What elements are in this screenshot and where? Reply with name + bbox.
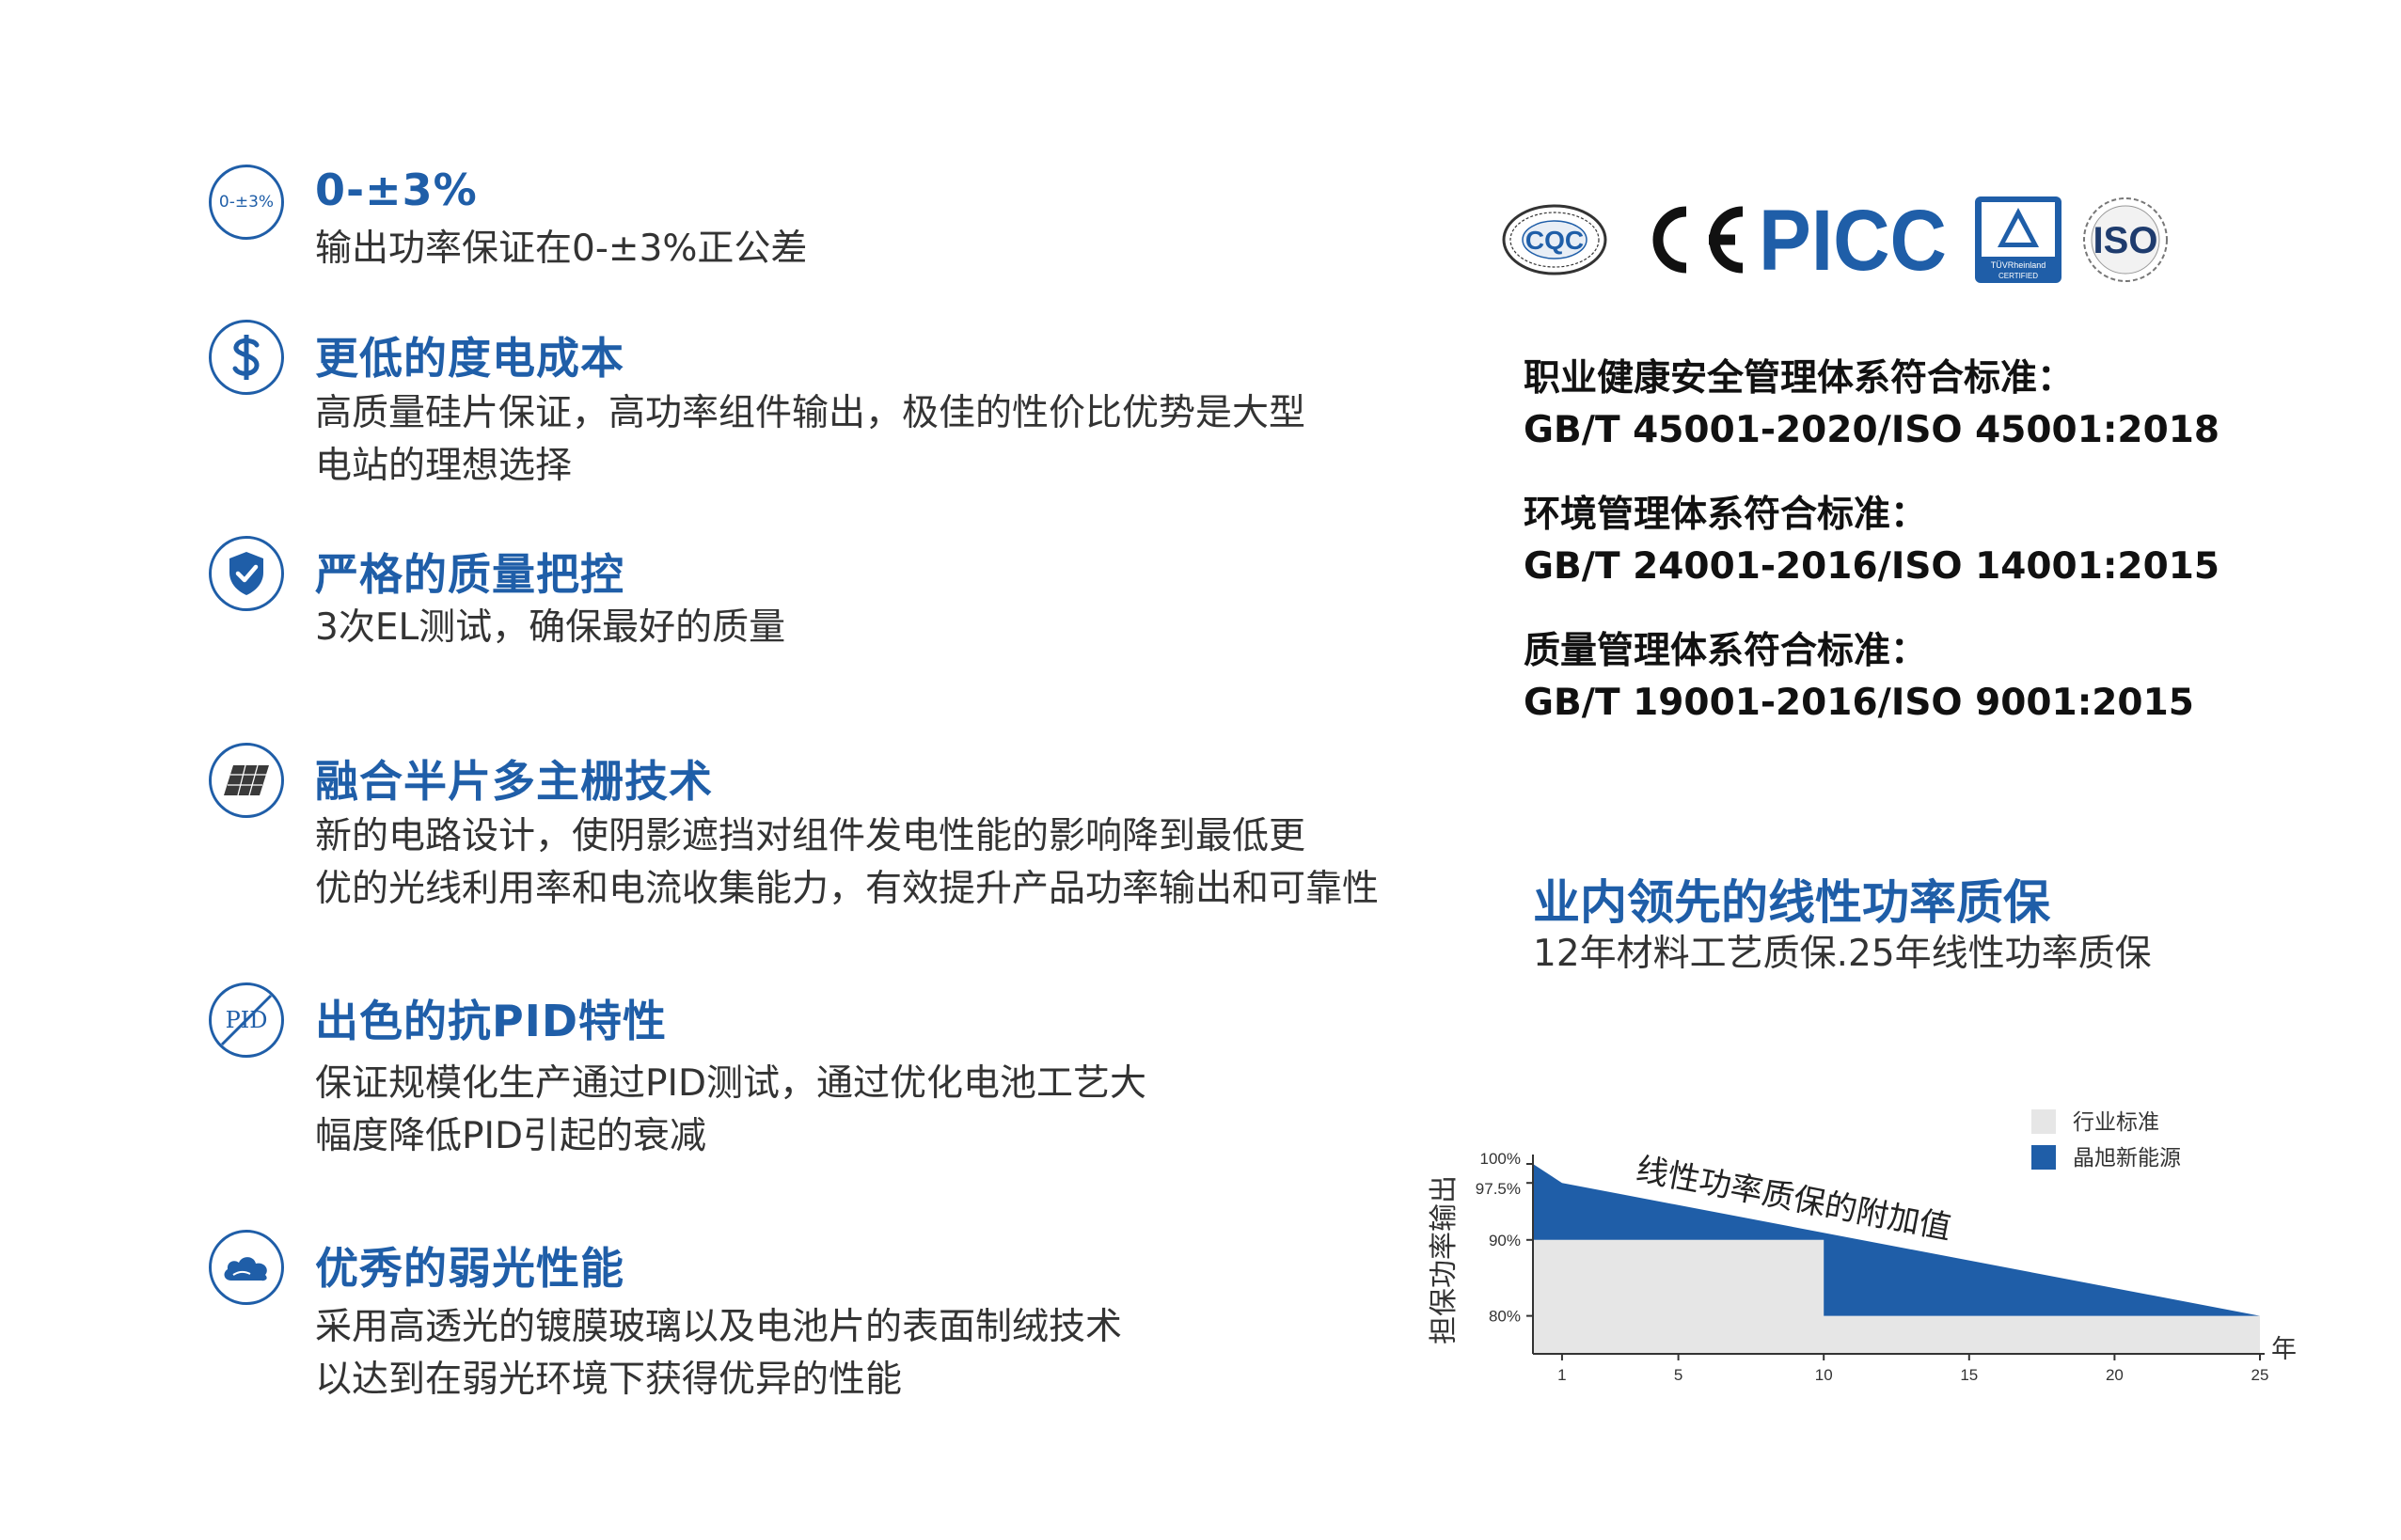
- feature-desc: 采用高透光的镀膜玻璃以及电池片的表面制绒技术 以达到在弱光环境下获得优异的性能: [315, 1301, 1122, 1406]
- x-tick-label: 10: [1815, 1366, 1833, 1384]
- feature-desc-line: 高质量硅片保证，高功率组件输出，极佳的性价比优势是大型: [315, 392, 1306, 434]
- feature-desc-line: 采用高透光的镀膜玻璃以及电池片的表面制绒技术: [315, 1306, 1123, 1348]
- ce-logo: [1652, 206, 1744, 274]
- shield-check-icon: [209, 536, 284, 611]
- feature-desc-line: 3次EL测试，确保最好的质量: [315, 606, 786, 649]
- cqc-logo: CQC: [1502, 204, 1607, 275]
- y-tick-label: 80%: [1489, 1308, 1521, 1326]
- x-axis-label: 年: [2271, 1335, 2297, 1364]
- feature-desc: 新的电路设计，使阴影遮挡对组件发电性能的影响降到最低更 优的光线利用率和电流收集…: [315, 810, 1379, 916]
- x-tick-label: 20: [2106, 1366, 2124, 1384]
- feature-desc: 3次EL测试，确保最好的质量: [315, 602, 785, 654]
- iso-logo: ISO: [2083, 197, 2168, 282]
- standard-code: GB/T 19001-2016/ISO 9001:2015: [1524, 682, 2194, 724]
- y-tick-label: 90%: [1489, 1232, 1521, 1249]
- picc-logo: PICC: [1759, 193, 1947, 287]
- feature-desc-line: 输出功率保证在0-±3%正公差: [315, 228, 808, 270]
- warranty-title: 业内领先的线性功率质保: [1533, 875, 2050, 930]
- standard-quality: 质量管理体系符合标准： GB/T 19001-2016/ISO 9001:201…: [1524, 625, 2194, 729]
- legend-swatch: [2031, 1109, 2056, 1134]
- tuv-logo-name: TÜVRheinland: [1991, 260, 2046, 270]
- no-pid-icon: PID: [209, 982, 284, 1058]
- feature-title: 更低的度电成本: [315, 333, 624, 384]
- standard-code: GB/T 45001-2020/ISO 45001:2018: [1524, 409, 2219, 451]
- legend-swatch: [2031, 1145, 2056, 1170]
- feature-desc-line: 幅度降低PID引起的衰减: [315, 1115, 707, 1157]
- x-tick-label: 25: [2251, 1366, 2269, 1384]
- standard-label: 环境管理体系符合标准：: [1524, 494, 1928, 536]
- y-axis-label: 担保功率输出: [1428, 1175, 1461, 1344]
- percent-badge-text: 0-±3%: [218, 193, 275, 212]
- tuv-logo: TÜVRheinland CERTIFIED: [1975, 196, 2061, 283]
- y-tick-label: 100%: [1480, 1150, 1521, 1168]
- svg-text:CQC: CQC: [1525, 226, 1584, 255]
- feature-desc: 输出功率保证在0-±3%正公差: [315, 223, 807, 275]
- standard-code: GB/T 24001-2016/ISO 14001:2015: [1524, 545, 2219, 588]
- feature-desc: 保证规模化生产通过PID测试，通过优化电池工艺大 幅度降低PID引起的衰减: [315, 1058, 1146, 1163]
- x-tick-label: 15: [1960, 1366, 1978, 1384]
- feature-title: 优秀的弱光性能: [315, 1243, 624, 1294]
- legend-label: 晶旭新能源: [2073, 1146, 2181, 1171]
- warranty-subtitle: 12年材料工艺质保.25年线性功率质保: [1533, 933, 2152, 975]
- x-tick-label: 1: [1557, 1366, 1566, 1384]
- feature-desc: 高质量硅片保证，高功率组件输出，极佳的性价比优势是大型 电站的理想选择: [315, 387, 1305, 493]
- feature-desc-line: 电站的理想选择: [315, 445, 573, 487]
- percent-badge-icon: 0-±3%: [209, 165, 284, 240]
- feature-desc-line: 新的电路设计，使阴影遮挡对组件发电性能的影响降到最低更: [315, 815, 1306, 857]
- standard-label: 质量管理体系符合标准：: [1524, 630, 1928, 672]
- feature-title: 出色的抗PID特性: [315, 996, 668, 1046]
- legend-label: 行业标准: [2073, 1110, 2159, 1135]
- feature-title: 融合半片多主栅技术: [315, 756, 713, 807]
- dollar-icon: [209, 320, 284, 395]
- certification-logos-art: CQC PICC TÜVRheinland CERTIFIED ISO: [1502, 193, 2168, 289]
- series-industry-area: [1533, 1239, 2260, 1354]
- y-tick-label: 97.5%: [1476, 1180, 1521, 1198]
- standard-label: 职业健康安全管理体系符合标准：: [1524, 357, 2075, 400]
- standard-environment: 环境管理体系符合标准： GB/T 24001-2016/ISO 14001:20…: [1524, 489, 2219, 592]
- feature-desc-line: 以达到在弱光环境下获得优异的性能: [315, 1359, 903, 1401]
- feature-title: 严格的质量把控: [315, 549, 624, 600]
- certification-logos: CQC PICC TÜVRheinland CERTIFIED ISO: [1500, 193, 2177, 289]
- solar-panel-icon: [209, 743, 284, 818]
- feature-title: 0-±3%: [315, 165, 478, 215]
- x-tick-label: 5: [1674, 1366, 1682, 1384]
- feature-desc-line: 保证规模化生产通过PID测试，通过优化电池工艺大: [315, 1062, 1147, 1105]
- standard-ohs: 职业健康安全管理体系符合标准： GB/T 45001-2020/ISO 4500…: [1524, 353, 2219, 456]
- feature-desc-line: 优的光线利用率和电流收集能力，有效提升产品功率输出和可靠性: [315, 868, 1380, 910]
- cloud-icon: [209, 1230, 284, 1305]
- tuv-logo-certified: CERTIFIED: [1998, 272, 2038, 280]
- svg-text:ISO: ISO: [2093, 220, 2158, 261]
